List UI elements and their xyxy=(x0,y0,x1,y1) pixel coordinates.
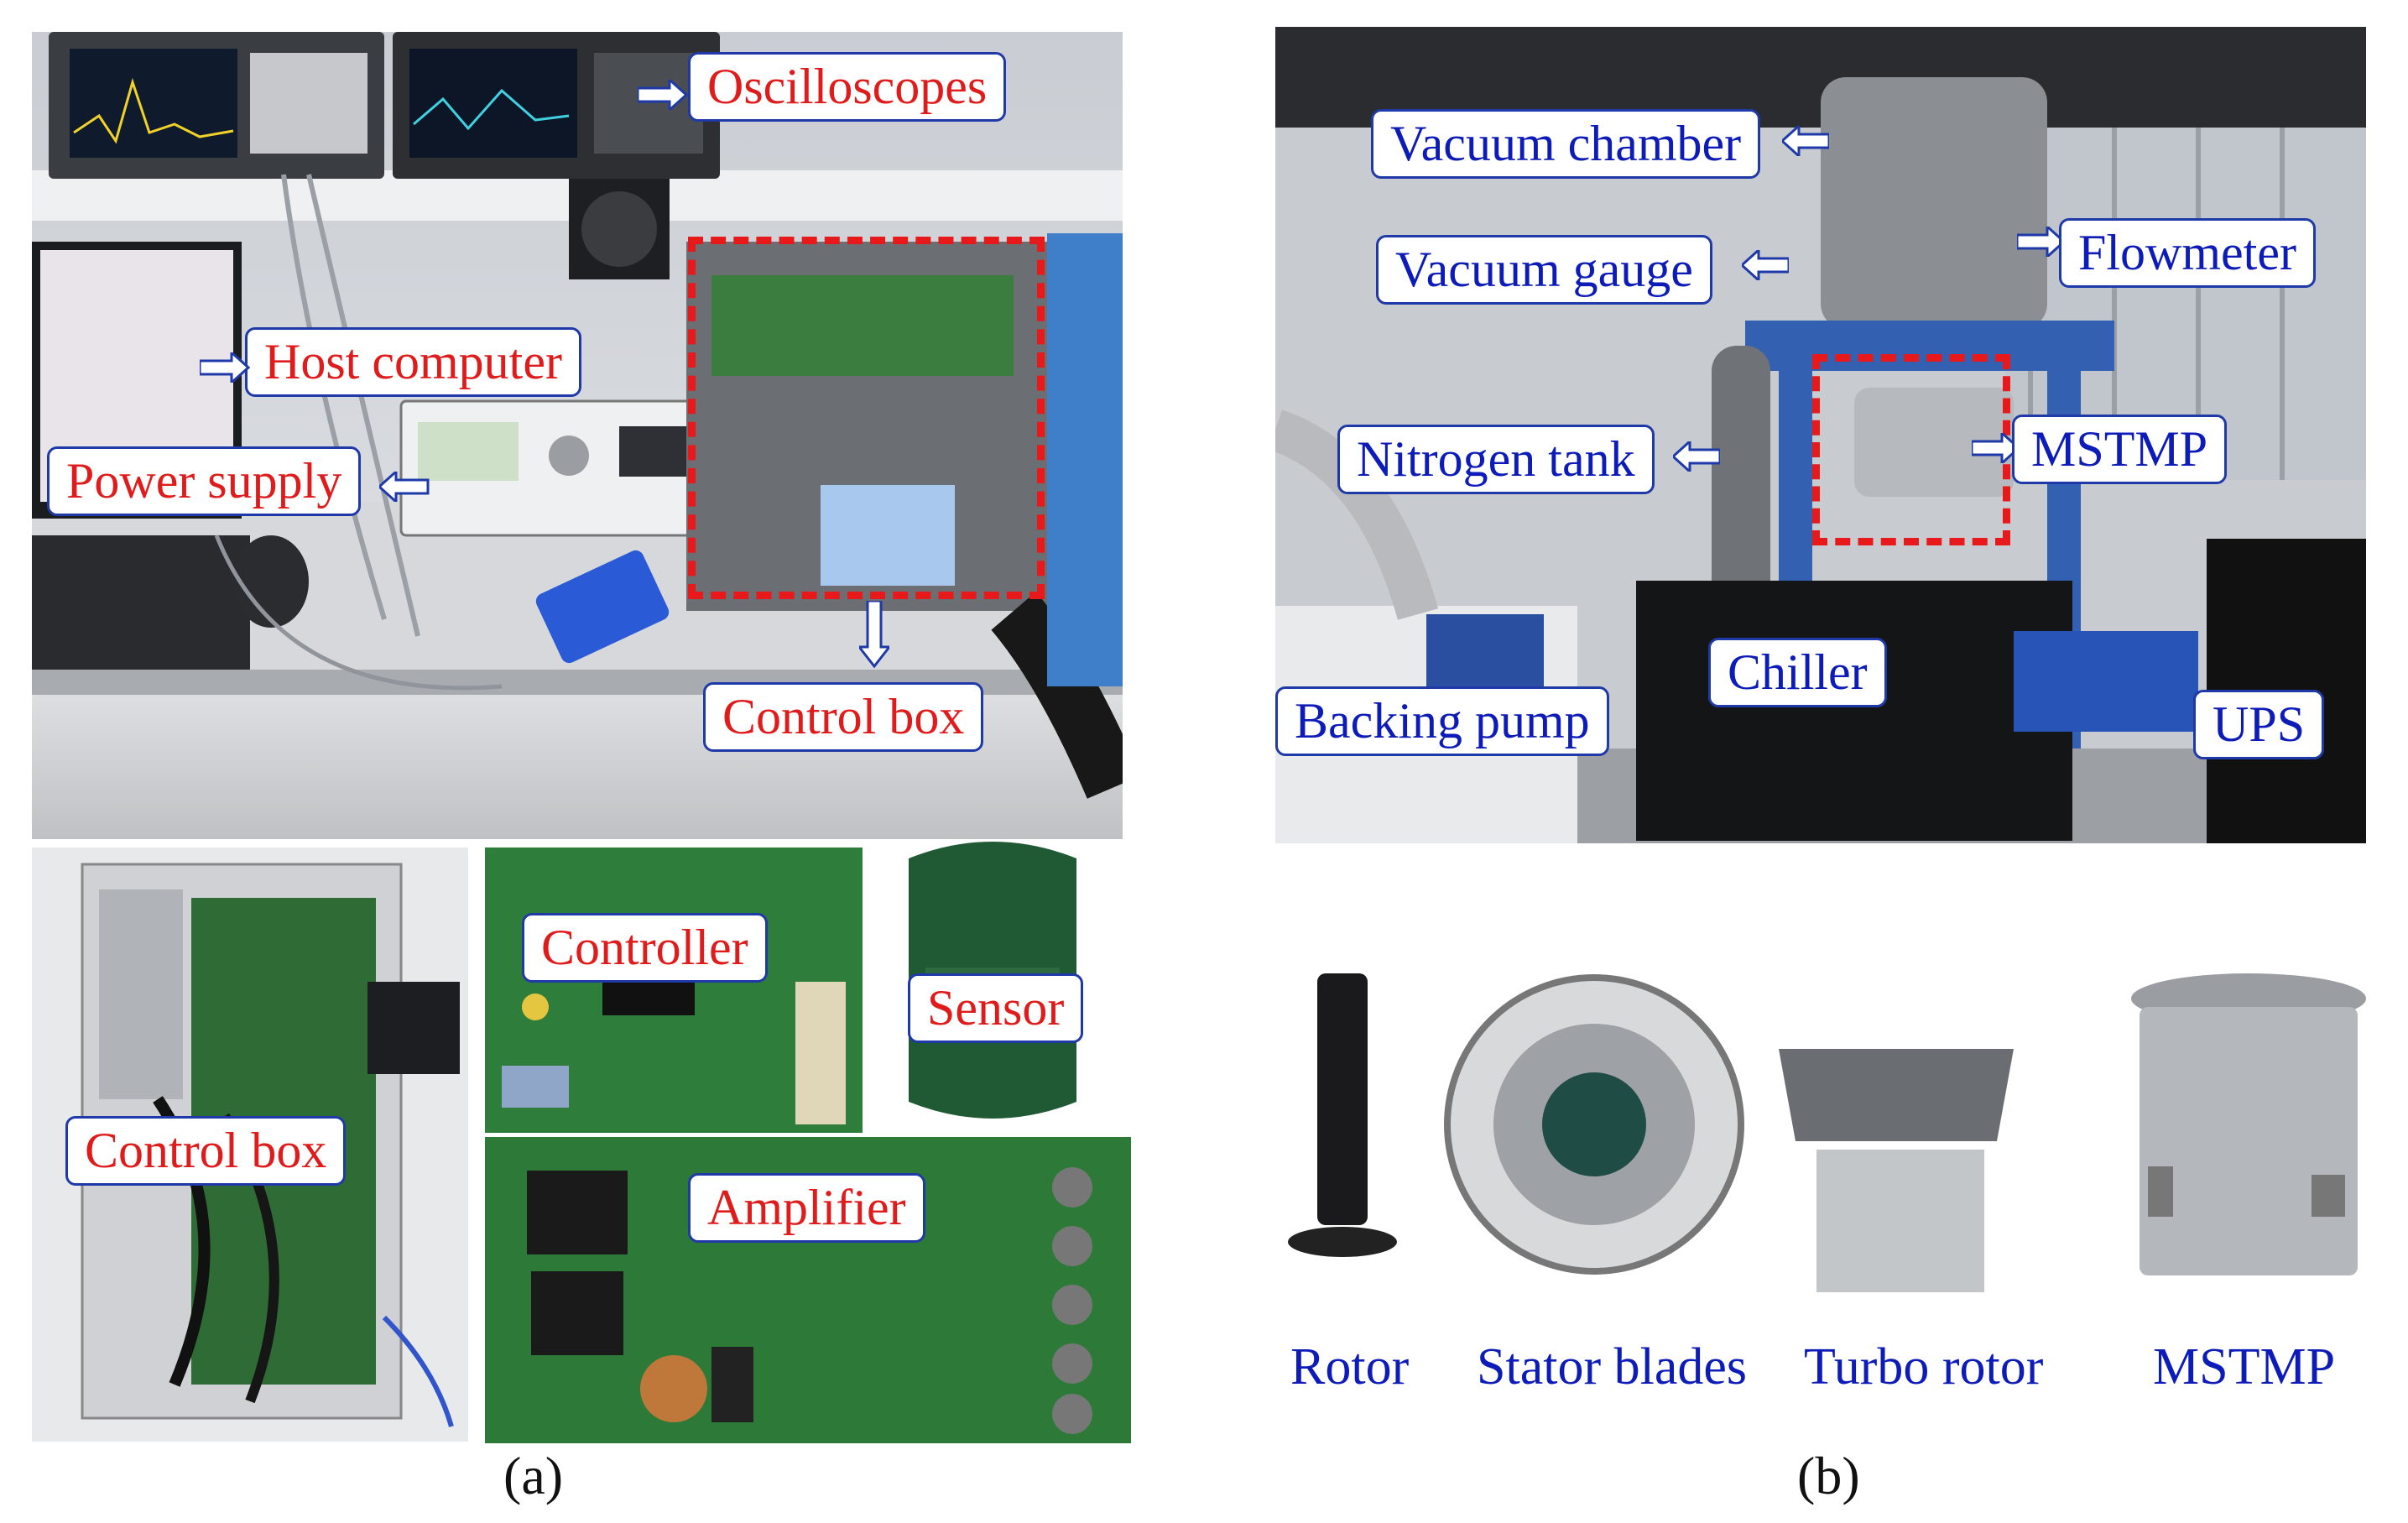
flowmeter-label: Flowmeter xyxy=(2059,218,2316,288)
mstmp-label: MSTMP xyxy=(2012,415,2228,484)
mstmp-arrow xyxy=(1972,433,2019,463)
nitrogen-tank-label: Nitrogen tank xyxy=(1337,425,1655,494)
host-computer-label: Host computer xyxy=(245,327,581,397)
components-photo-strip xyxy=(1275,948,2366,1301)
vacuum-gauge-arrow xyxy=(1742,250,1789,280)
control-box-highlight xyxy=(688,237,1045,599)
caption-b: (b) xyxy=(1797,1446,1860,1505)
vacuum-gauge-label: Vacuum gauge xyxy=(1376,235,1712,305)
oscilloscopes-label: Oscilloscopes xyxy=(688,52,1007,122)
component-caption-rotor: Rotor xyxy=(1290,1338,1410,1395)
component-caption-stator-blades: Stator blades xyxy=(1477,1338,1747,1395)
control-box-label-top: Control box xyxy=(703,682,984,752)
power-supply-label: Power supply xyxy=(47,446,362,516)
host-computer-arrow xyxy=(200,352,250,383)
caption-a: (a) xyxy=(503,1446,564,1505)
flowmeter-arrow xyxy=(2017,227,2064,257)
chiller-label: Chiller xyxy=(1708,638,1887,707)
amplifier-label: Amplifier xyxy=(688,1173,925,1243)
ups-label: UPS xyxy=(2193,690,2325,759)
control-box-arrow xyxy=(859,601,889,668)
component-caption-mstmp: MSTMP xyxy=(2153,1338,2336,1395)
backing-pump-label: Backing pump xyxy=(1275,686,1609,756)
control-box-label-bottom: Control box xyxy=(65,1116,347,1186)
controller-label: Controller xyxy=(522,913,768,983)
controller-board-photo xyxy=(485,848,863,1133)
vacuum-chamber-arrow xyxy=(1782,126,1829,156)
vacuum-chamber-label: Vacuum chamber xyxy=(1371,109,1761,179)
power-supply-arrow xyxy=(379,472,430,502)
oscilloscopes-arrow xyxy=(638,80,688,110)
sensor-label: Sensor xyxy=(908,973,1084,1043)
component-caption-turbo-rotor: Turbo rotor xyxy=(1804,1338,2044,1395)
nitrogen-tank-arrow xyxy=(1673,441,1720,472)
